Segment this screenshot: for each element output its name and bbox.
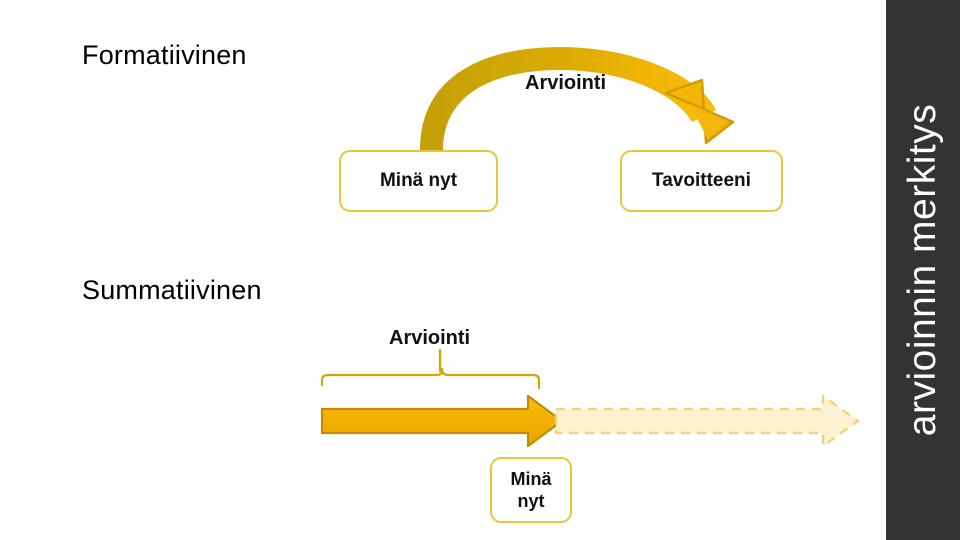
solid-block-arrow xyxy=(320,394,564,448)
box-mina-nyt-line2: nyt xyxy=(517,491,545,511)
dashed-faded-arrow xyxy=(554,394,860,448)
box-mina-nyt-position[interactable]: Minä nyt xyxy=(490,457,572,523)
curved-arrow-arc xyxy=(420,47,735,150)
box-mina-nyt-line1: Minä xyxy=(510,468,552,489)
bracket-arviointi xyxy=(320,348,541,390)
label-arviointi-summative: Arviointi xyxy=(389,327,471,349)
heading-formatiivinen: Formatiivinen xyxy=(82,40,247,70)
sidebar-title: arvioinnin merkitys xyxy=(901,103,944,437)
box-tavoitteeni[interactable]: Tavoitteeni xyxy=(620,150,783,212)
label-arviointi-formative: Arviointi xyxy=(525,72,607,94)
sidebar-banner: arvioinnin merkitys xyxy=(886,0,960,540)
box-mina-nyt-start[interactable]: Minä nyt xyxy=(339,150,498,212)
heading-summatiivinen: Summatiivinen xyxy=(82,275,262,305)
